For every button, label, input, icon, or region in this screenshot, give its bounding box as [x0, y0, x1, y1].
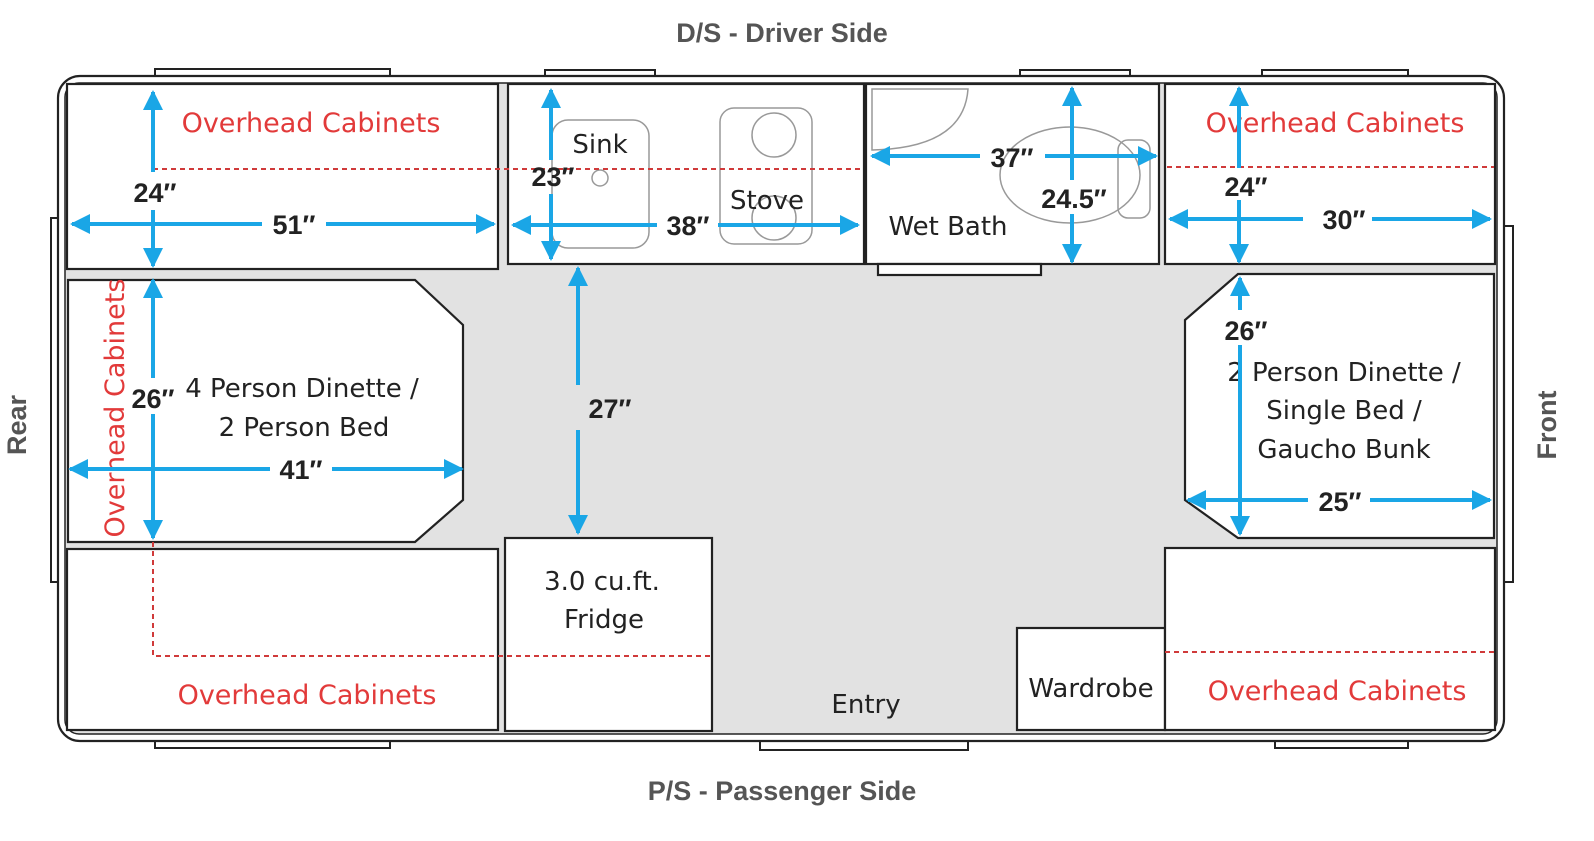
dim-front-cab-depth: 24″: [1225, 172, 1268, 202]
dim-galley-width: 38″: [667, 211, 710, 241]
dim-rear-cab-width: 51″: [273, 210, 316, 240]
galley-counter: [506, 82, 866, 266]
dim-rear-dinette-width: 41″: [280, 455, 323, 485]
dim-front-dinette-depth: 26″: [1225, 316, 1268, 346]
overhead-cabinets-label-bottom-left: Overhead Cabinets: [178, 680, 437, 711]
stove-fixture: [719, 107, 813, 245]
bath-door-step: [876, 262, 1043, 277]
overhead-cabinets-label-top-left: Overhead Cabinets: [182, 108, 441, 139]
front-upper-cabinet: [1163, 82, 1497, 266]
dimension-arrows: [68, 86, 1492, 540]
sink-label: Sink: [572, 130, 627, 160]
rear-dinette-label-line2: 2 Person Bed: [219, 413, 390, 443]
dim-front-cab-width: 30″: [1323, 205, 1366, 235]
fridge-label-line2: Fridge: [564, 605, 644, 635]
front-dinette-label-line1: 2 Person Dinette /: [1227, 358, 1461, 388]
rear-lower-cabinet: [65, 547, 500, 732]
overhead-cabinets-label-vertical: Overhead Cabinets: [100, 279, 131, 538]
dim-front-dinette-width: 25″: [1319, 487, 1362, 517]
passenger-side-label: P/S - Passenger Side: [648, 776, 917, 806]
dim-bath-depth: 24.5″: [1041, 184, 1107, 214]
overhead-cabinets-label-bottom-right: Overhead Cabinets: [1208, 676, 1467, 707]
driver-side-label: D/S - Driver Side: [676, 18, 888, 48]
wet-bath-label: Wet Bath: [888, 212, 1007, 242]
rear-dinette-label-line1: 4 Person Dinette /: [185, 374, 419, 404]
wardrobe-label: Wardrobe: [1028, 674, 1153, 704]
sink-fixture: [551, 119, 650, 249]
front-dinette-label-line3: Gaucho Bunk: [1257, 435, 1430, 465]
fridge-label-line1: 3.0 cu.ft.: [544, 567, 660, 597]
dim-galley-depth: 23″: [532, 162, 575, 192]
front-dinette-label-line2: Single Bed /: [1266, 396, 1422, 426]
front-label: Front: [1532, 391, 1562, 460]
rear-dinette: [66, 278, 465, 544]
fridge: [503, 536, 714, 733]
stove-label: Stove: [730, 186, 804, 216]
dim-bath-width: 37″: [991, 143, 1034, 173]
overhead-cabinet-lines: [152, 166, 1494, 657]
dim-aisle: 27″: [589, 394, 632, 424]
front-dinette: [1183, 272, 1496, 540]
front-lower-cabinet: [1163, 546, 1497, 732]
rear-upper-cabinet: [65, 82, 500, 271]
entry-label: Entry: [831, 690, 900, 720]
dim-rear-dinette-depth: 26″: [132, 384, 175, 414]
overhead-cabinets-label-top-right: Overhead Cabinets: [1206, 108, 1465, 139]
wardrobe: [1015, 626, 1167, 732]
dim-rear-cab-depth: 24″: [134, 178, 177, 208]
wet-bath: [864, 82, 1161, 266]
rear-label: Rear: [2, 394, 32, 455]
